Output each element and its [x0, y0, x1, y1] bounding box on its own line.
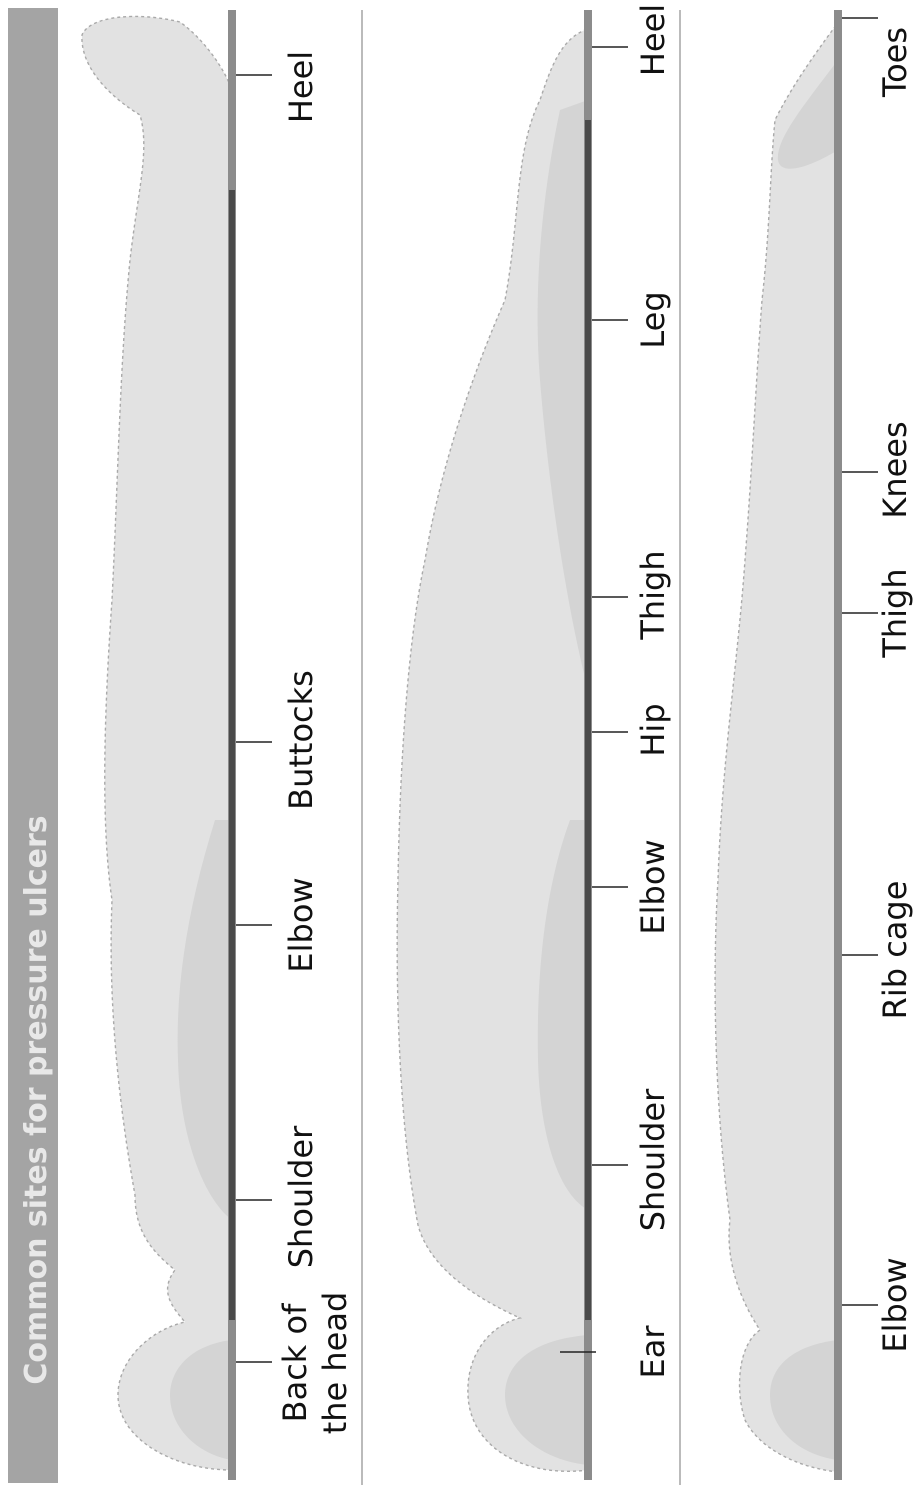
- panel-prone: Elbow Rib cage Thigh Knees Toes: [715, 10, 914, 1480]
- supine-body-figure: [82, 16, 232, 1470]
- supine-contact-shadow: [229, 190, 235, 1320]
- label-elbow-3: Elbow: [876, 1257, 914, 1352]
- prone-body-figure: [715, 20, 840, 1472]
- panel-lateral: Ear Shoulder Elbow Hip Thigh Leg Heel: [397, 4, 672, 1480]
- label-leg: Leg: [634, 291, 672, 348]
- label-thigh-1: Thigh: [634, 550, 672, 640]
- prone-support-surface: [834, 10, 842, 1480]
- label-elbow-2: Elbow: [634, 839, 672, 934]
- label-rib-cage: Rib cage: [876, 881, 914, 1020]
- label-back-of: Back of: [276, 1303, 314, 1422]
- label-elbow-1: Elbow: [282, 877, 320, 972]
- label-heel-1: Heel: [282, 51, 320, 123]
- lateral-contact-shadow: [585, 120, 591, 1320]
- label-knees: Knees: [876, 421, 914, 518]
- label-shoulder-2: Shoulder: [634, 1088, 672, 1231]
- label-hip: Hip: [634, 703, 672, 756]
- label-ear: Ear: [634, 1325, 672, 1379]
- label-shoulder-1: Shoulder: [282, 1125, 320, 1268]
- label-toes: Toes: [876, 27, 914, 98]
- label-the-head: the head: [316, 1292, 354, 1435]
- label-thigh-2: Thigh: [876, 568, 914, 658]
- label-heel-2: Heel: [634, 4, 672, 76]
- label-buttocks: Buttocks: [282, 670, 320, 810]
- diagram-title: Common sites for pressure ulcers: [19, 815, 54, 1384]
- panel-supine: Back of the head Shoulder Elbow Buttocks…: [82, 10, 354, 1480]
